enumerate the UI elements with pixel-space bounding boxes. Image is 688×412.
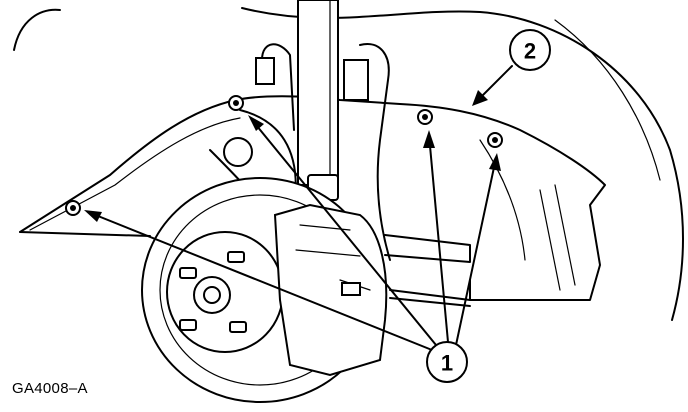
callout-2-leader: [477, 65, 513, 101]
lug-stud: [227, 251, 245, 263]
wheel-well-arc: [241, 7, 684, 321]
figure-id-label: GA4008–A: [12, 380, 88, 397]
lower-arm: [389, 289, 471, 307]
callout-1-circle: [426, 341, 468, 383]
callout-1-arrowheads: [84, 115, 501, 222]
fastener-screw-core: [233, 100, 239, 106]
splash-shield-inner-edge: [29, 117, 241, 231]
callout-2-arrowhead: [472, 90, 488, 106]
hose-bracket: [343, 59, 369, 101]
splash-shield-outline: [19, 95, 606, 301]
brake-caliper: [273, 203, 388, 377]
ball-joint: [223, 137, 253, 167]
callout-2-circle: [509, 29, 551, 71]
callout-2-number: 2: [524, 39, 536, 64]
lug-stud: [179, 319, 197, 331]
fastener-screw-core: [492, 137, 498, 143]
lug-stud: [229, 321, 247, 333]
fastener-screw-core: [70, 205, 76, 211]
lug-stud: [179, 267, 197, 279]
strut-tube: [297, 0, 339, 186]
body-contour: [13, 8, 61, 51]
hose-clip: [255, 57, 275, 85]
fastener-screw-core: [422, 114, 428, 120]
caliper-bolt: [341, 282, 361, 296]
callout-1-leaders: [87, 119, 497, 351]
hub-nut: [203, 286, 221, 304]
brake-hose: [261, 43, 295, 131]
wheel-well-inner-arc: [554, 19, 661, 181]
splash-shield-lower-edge: [19, 231, 151, 237]
abs-sensor-cable: [359, 43, 391, 261]
callout-1-number: 1: [441, 351, 453, 376]
splash-shield-ribs: [479, 139, 576, 291]
tie-rod: [384, 234, 471, 263]
